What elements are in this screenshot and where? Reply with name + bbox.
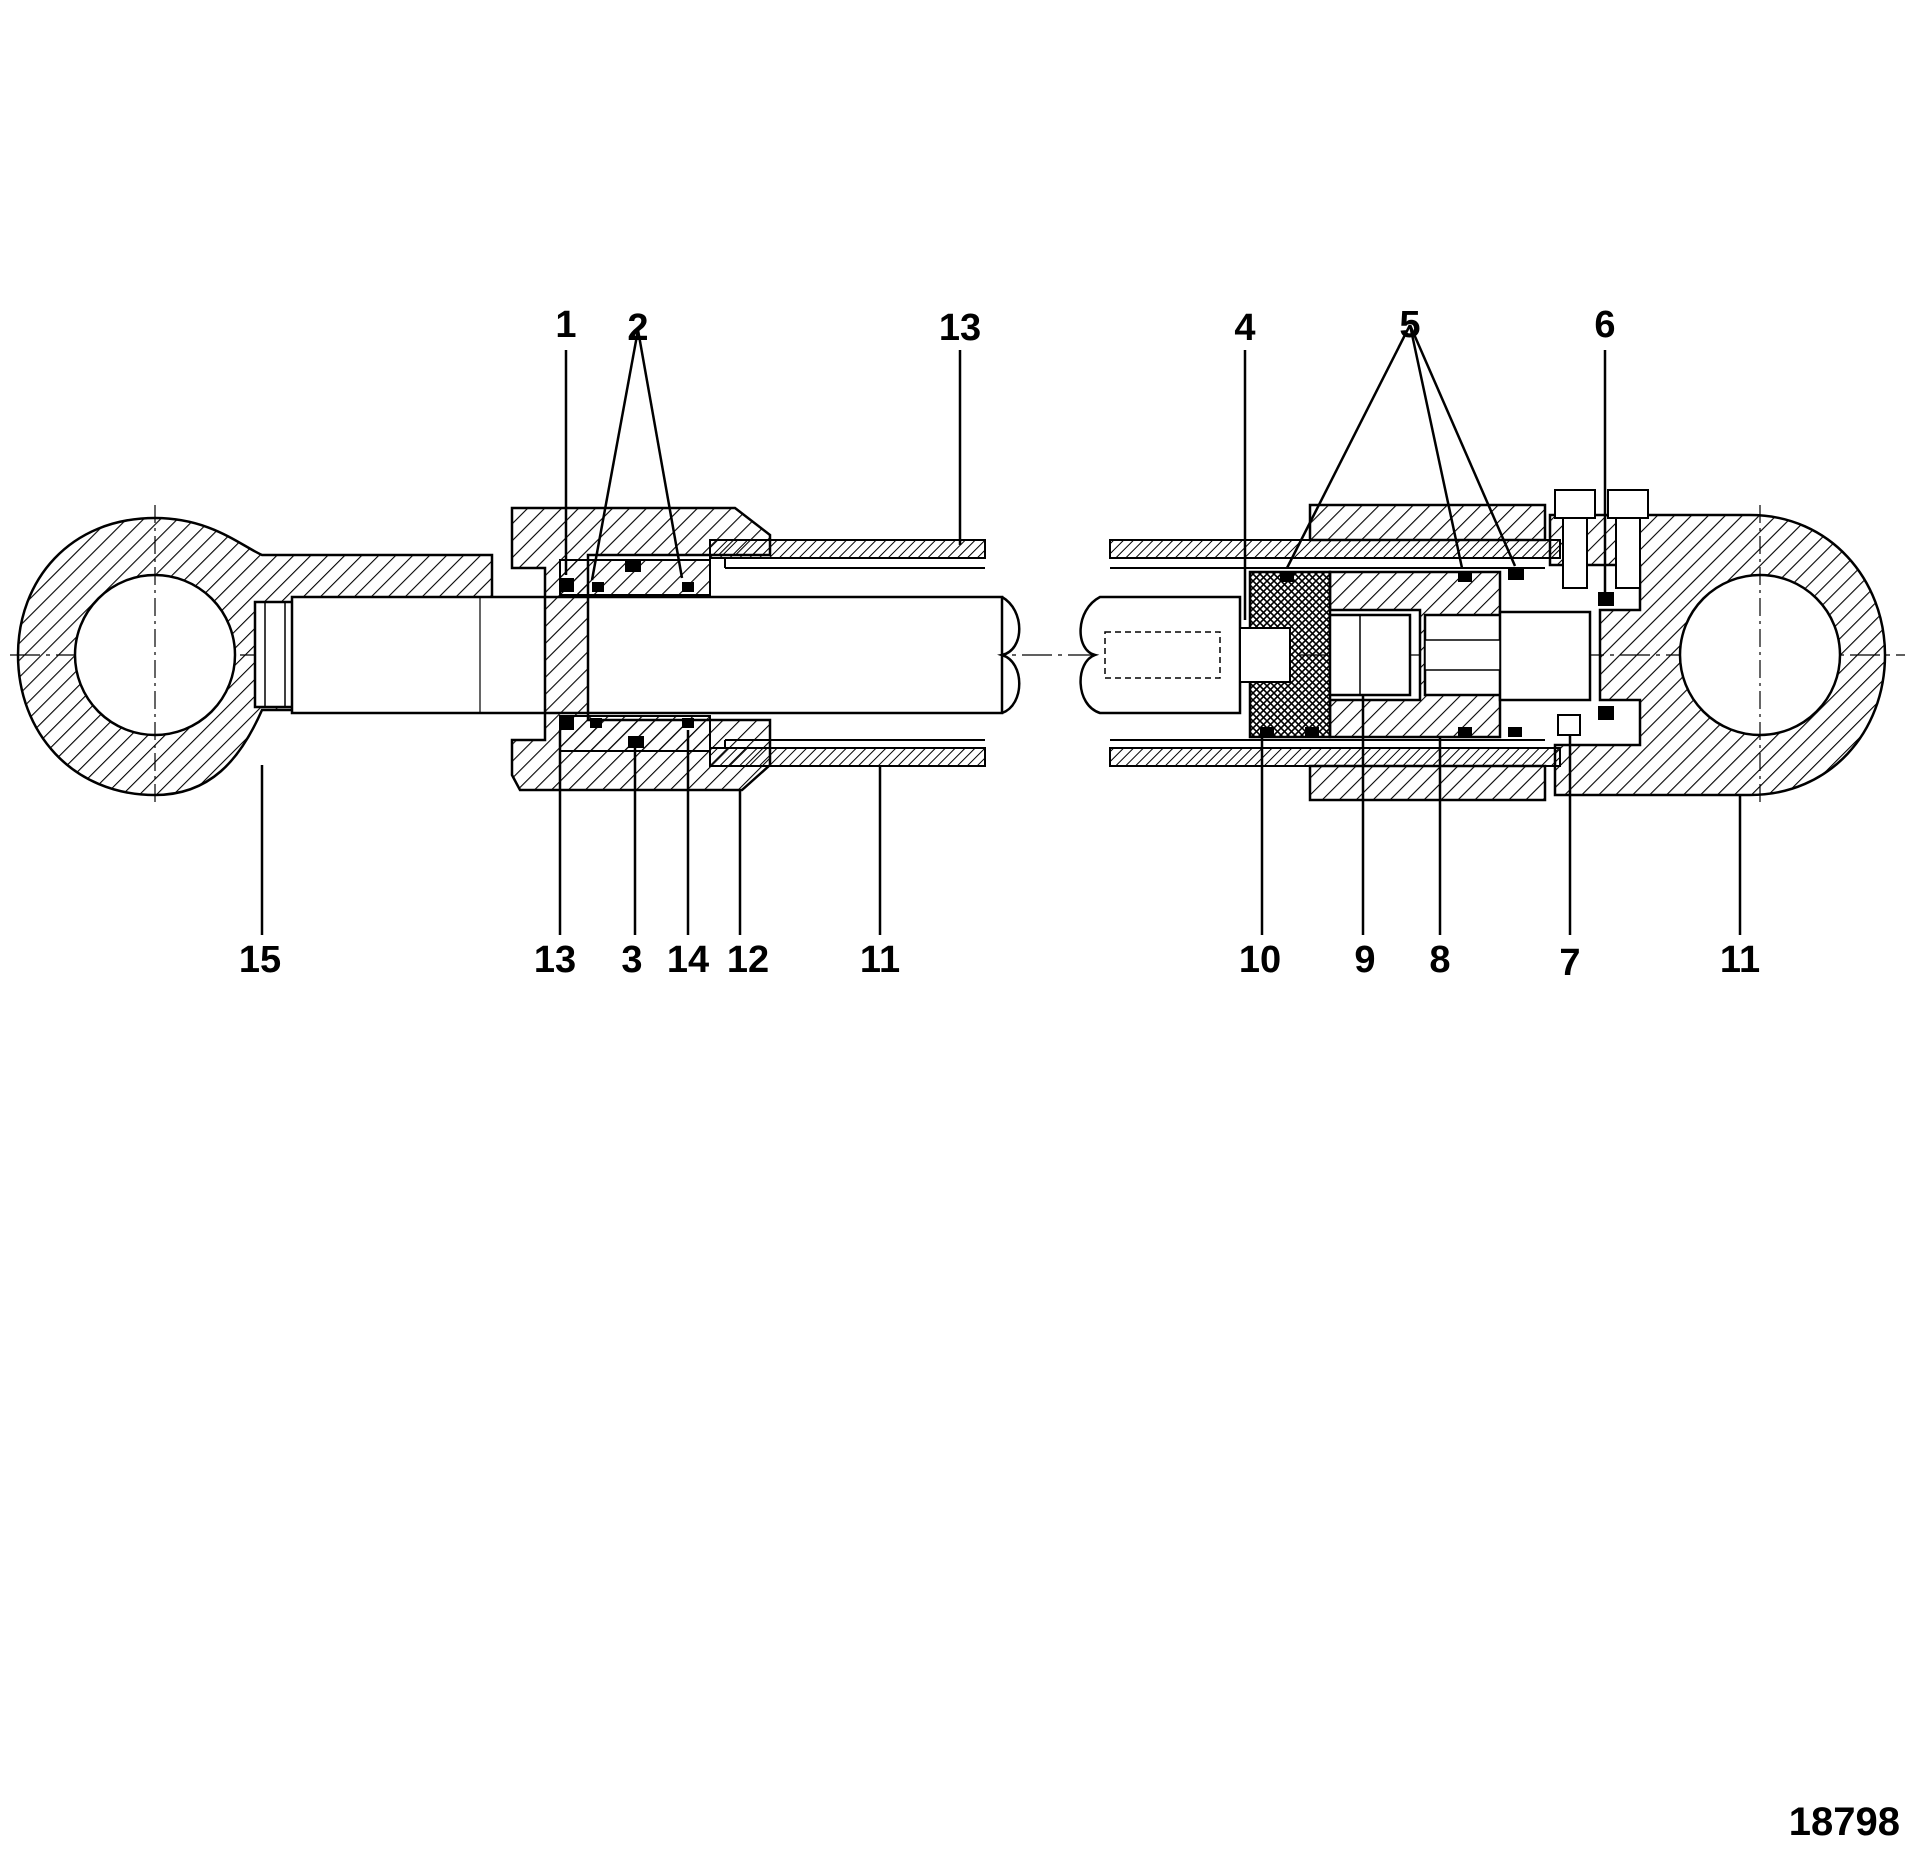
callout-10: 10 xyxy=(1239,939,1281,981)
callout-8: 8 xyxy=(1429,939,1450,981)
callout-4: 4 xyxy=(1234,307,1255,349)
callout-1: 1 xyxy=(555,304,576,346)
cylinder-tube-left-bottom xyxy=(709,747,986,767)
callout-labels: 1 2 13 4 5 6 15 13 3 14 12 11 10 9 8 7 1… xyxy=(239,304,1760,984)
seal-wiper-bottom xyxy=(560,716,574,730)
o-ring-bottom-1 xyxy=(590,718,602,728)
figure-number: 18798 xyxy=(1789,1800,1900,1844)
callout-11-left: 11 xyxy=(860,939,900,981)
check-valve-port xyxy=(1557,714,1581,736)
piston-seal-3 xyxy=(1508,568,1524,580)
callout-3: 3 xyxy=(621,939,642,981)
callout-14: 14 xyxy=(667,939,709,981)
callout-15: 15 xyxy=(239,939,281,981)
leader-lines xyxy=(260,324,1742,935)
o-ring-check-valve-lower xyxy=(1598,706,1614,720)
piston-seal-7 xyxy=(1508,727,1522,737)
o-ring-check-valve xyxy=(1598,592,1614,606)
o-ring-bottom-2 xyxy=(628,736,644,748)
callout-13-top: 13 xyxy=(939,307,981,349)
callout-5: 5 xyxy=(1399,304,1420,346)
rod-thread-insert xyxy=(253,600,297,709)
callout-9: 9 xyxy=(1354,939,1375,981)
piston-seal-6 xyxy=(1458,727,1472,737)
cylinder-tube-right-top xyxy=(1109,539,1561,559)
left-assembly xyxy=(16,505,1021,805)
rod-threaded-end xyxy=(1104,631,1221,679)
o-ring-top-2 xyxy=(625,560,641,572)
o-ring-bottom-3 xyxy=(682,718,694,728)
piston-seal-2 xyxy=(1458,572,1472,582)
callout-13-bottom: 13 xyxy=(534,939,576,981)
callout-7: 7 xyxy=(1559,942,1580,984)
bleed-screw-right xyxy=(1607,489,1649,589)
callout-12: 12 xyxy=(727,939,769,981)
piston-nut xyxy=(1328,613,1412,697)
piston-rod-left xyxy=(290,595,1004,715)
callout-6: 6 xyxy=(1594,304,1615,346)
callout-2: 2 xyxy=(627,307,648,349)
o-ring-top-1 xyxy=(592,582,604,592)
valve-spool xyxy=(1498,610,1592,702)
piston-seal-1 xyxy=(1280,572,1294,582)
callout-11-right: 11 xyxy=(1720,939,1760,981)
piston-seal-5 xyxy=(1305,727,1319,737)
bleed-screw-left xyxy=(1554,489,1596,589)
cylinder-housing xyxy=(1308,503,1547,802)
seal-wiper-top xyxy=(560,578,574,592)
cylinder-tube-right-bottom xyxy=(1109,747,1561,767)
o-ring-top-3 xyxy=(682,582,694,592)
piston-seal-4 xyxy=(1260,727,1274,737)
right-assembly xyxy=(1079,489,1887,805)
cylinder-tube-left-top xyxy=(709,539,986,559)
